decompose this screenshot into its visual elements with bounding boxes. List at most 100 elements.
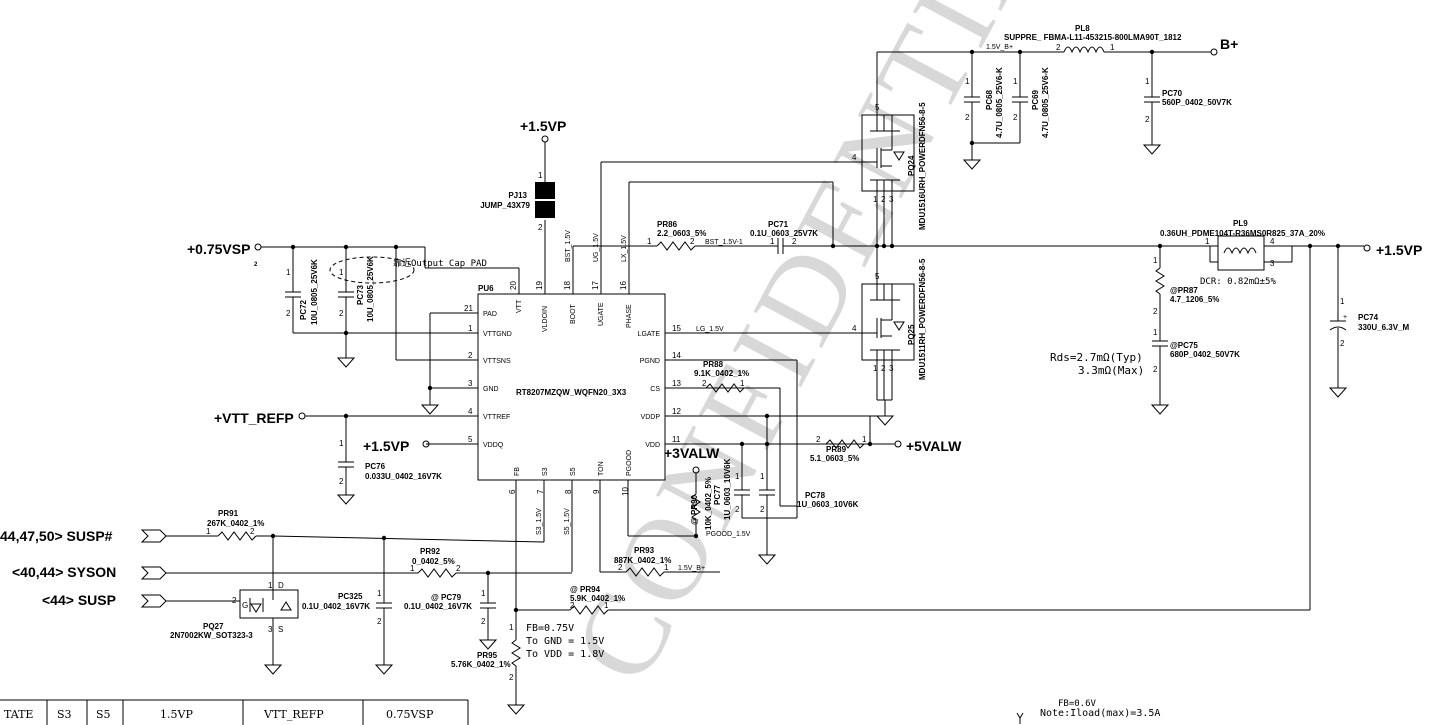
resistor-pr91 (217, 531, 257, 541)
net-label-5valw: +5VALW (906, 438, 962, 454)
table-header: TATE (4, 708, 33, 721)
svg-text:+: + (1343, 314, 1347, 321)
ic-bottom-pins: FB S3 S5 TON PGOOD 6 7 8 9 10 (508, 450, 633, 610)
pc74-value: 330U_6.3V_M (1358, 323, 1409, 332)
svg-text:4: 4 (852, 153, 857, 162)
svg-text:2: 2 (702, 379, 707, 388)
pq27-value: 2N7002KW_SOT323-3 (170, 631, 253, 640)
note-iload: Note:Iload(max)=3.5A (1040, 708, 1160, 719)
pin-name: TON (598, 461, 605, 476)
net-label-1p5vp-top: +1.5VP (520, 118, 566, 134)
ic-left-pins: PAD VTTGND VTTSNS GND VTTREF VDDQ 21 1 2… (305, 304, 512, 449)
pr90-value: 10K_0402_5% (704, 477, 713, 530)
pr95-value: 5.76K_0402_1% (451, 660, 511, 669)
svg-text:4: 4 (852, 324, 857, 333)
pin-number: 16 (619, 281, 628, 290)
pc74-ref: PC74 (1358, 313, 1379, 322)
svg-text:1: 1 (1205, 237, 1210, 246)
pin-number: 5 (468, 435, 473, 444)
pin-number: 3 (468, 379, 473, 388)
svg-text:1: 1 (1013, 77, 1018, 86)
pr87-value: 4.7_1206_5% (1170, 295, 1219, 304)
pin-name: VTTGND (483, 331, 512, 338)
resistor-pr88 (705, 383, 745, 393)
svg-text:2: 2 (1340, 339, 1345, 348)
pin-name: S5 (570, 467, 577, 476)
pc325-value: 0.1U_0402_16V7K (302, 602, 370, 611)
svg-text:1: 1 (740, 379, 745, 388)
svg-text:2: 2 (254, 262, 258, 268)
wire-label-bplus-top: 1.5V_B+ (986, 44, 1013, 51)
svg-text:2: 2 (509, 673, 514, 682)
svg-text:4: 4 (1270, 237, 1275, 246)
pr92-value: 0_0402_5% (412, 557, 455, 566)
ground-symbol (1150, 404, 1170, 415)
note-rds-typ: Rds=2.7mΩ(Typ) (1050, 351, 1143, 364)
inductor-pl8 (1063, 46, 1105, 54)
ground-symbol (1328, 387, 1348, 398)
inductor-pl9 (1217, 235, 1265, 271)
pin-number: 20 (509, 281, 518, 290)
pc70-ref: PC70 (1162, 89, 1183, 98)
svg-text:1: 1 (647, 237, 652, 246)
pin-number: 6 (508, 489, 517, 494)
svg-text:2: 2 (760, 505, 765, 514)
pr89-value: 5.1_0603_5% (810, 454, 859, 463)
pr88-ref: PR88 (703, 360, 724, 369)
svg-text:2: 2 (339, 477, 344, 486)
table-header: S3 (57, 708, 72, 721)
pin-name: UGATE (598, 302, 605, 326)
svg-text:G: G (242, 601, 248, 610)
svg-text:S: S (278, 625, 283, 634)
pc73-ref: PC73 (356, 284, 365, 305)
port-susp-n (140, 529, 167, 543)
pq27-ref: PQ27 (203, 622, 224, 631)
wire-label-bst1: BST_1.5V-1 (705, 239, 743, 246)
pl9-ref: PL9 (1233, 219, 1248, 228)
pin-number: 9 (592, 489, 601, 494)
pl8-ref: PL8 (1075, 24, 1090, 33)
mosfet-pq27: 2 D S G 1 3 (232, 581, 299, 634)
pc73-note: 靠近Output Cap PAD (393, 257, 487, 269)
pq24-ref: PQ24 (907, 155, 916, 176)
note-fb1: FB=0.75V (526, 623, 574, 634)
svg-text:2: 2 (1153, 365, 1158, 374)
svg-text:1: 1 (862, 435, 867, 444)
svg-text:2: 2 (1056, 43, 1061, 52)
pin-number: 19 (535, 281, 544, 290)
pr91-value: 267K_0402_1% (207, 519, 264, 528)
net-label-1p5vp-right: +1.5VP (1376, 242, 1422, 258)
wire-label-bst: BST_1.5V (565, 230, 572, 262)
svg-text:1: 1 (1153, 328, 1158, 337)
svg-text:1: 1 (538, 171, 543, 180)
pc72-value: 10U_0805_25V6K (310, 259, 319, 325)
ic-top-pins: VTT VLDOIN BOOT UGATE PHASE 20 19 18 17 … (509, 162, 633, 332)
note-fb2: To GND = 1.5V (526, 636, 604, 647)
wire-label-s3: S3_1.5V (536, 508, 543, 535)
svg-text:1: 1 (377, 589, 382, 598)
pc78-ref: PC78 (805, 491, 826, 500)
pc77-ref: PC77 (713, 484, 722, 505)
svg-text:1: 1 (339, 268, 344, 277)
ground-symbol (336, 494, 356, 505)
pin-number: 10 (621, 487, 630, 496)
pc75-ref: @PC75 (1170, 341, 1198, 350)
pr93-ref: PR93 (634, 546, 655, 555)
ground-symbol (757, 554, 777, 565)
pin-name: BOOT (570, 303, 577, 324)
ground-symbol (420, 404, 440, 415)
table-header: S5 (96, 708, 111, 721)
svg-text:2: 2 (618, 563, 623, 572)
net-label-vtt-refp: +VTT_REFP (214, 410, 294, 426)
wire-label-ug: UG_1.5V (593, 233, 600, 262)
svg-text:1: 1 (410, 564, 415, 573)
resistor-pr86 (656, 241, 696, 251)
note-fb06: FB=0.6V (1058, 699, 1097, 709)
pin-name: VDDQ (483, 442, 504, 449)
svg-text:2: 2 (1153, 307, 1158, 316)
pj13-ref: PJ13 (508, 191, 527, 200)
pin-name: FB (514, 467, 521, 476)
ground-symbol (1142, 144, 1162, 155)
